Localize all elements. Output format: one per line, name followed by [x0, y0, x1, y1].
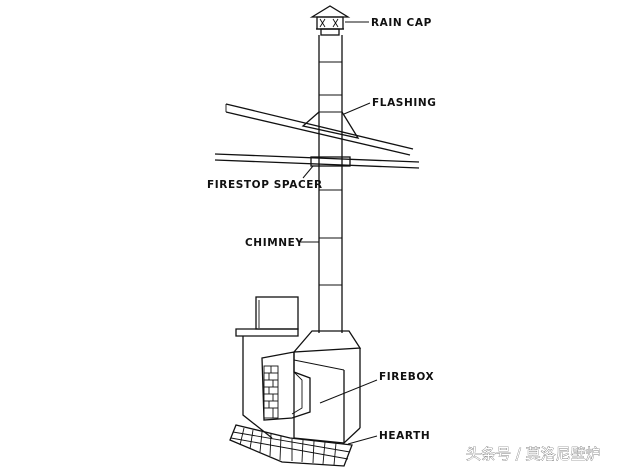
label-firebox: FIREBOX [379, 371, 434, 383]
label-rain-cap: RAIN CAP [371, 17, 432, 29]
label-hearth: HEARTH [379, 430, 430, 442]
label-chimney: CHIMNEY [245, 237, 304, 249]
flashing [301, 111, 360, 139]
label-firestop-spacer: FIRESTOP SPACER [207, 179, 323, 191]
hearth [229, 424, 353, 467]
leader-lines [300, 21, 378, 445]
chase-enclosure [235, 296, 299, 439]
firebox [261, 351, 311, 421]
ceiling-plane [214, 153, 420, 169]
firestop-spacer [310, 156, 351, 167]
label-flashing: FLASHING [372, 97, 436, 109]
chimney-pipe [318, 35, 343, 333]
rain-cap [309, 5, 351, 36]
watermark: 头条号 / 莫洛尼壁炉 [466, 445, 601, 463]
roof-plane [225, 103, 414, 156]
fireplace-body [292, 330, 362, 444]
